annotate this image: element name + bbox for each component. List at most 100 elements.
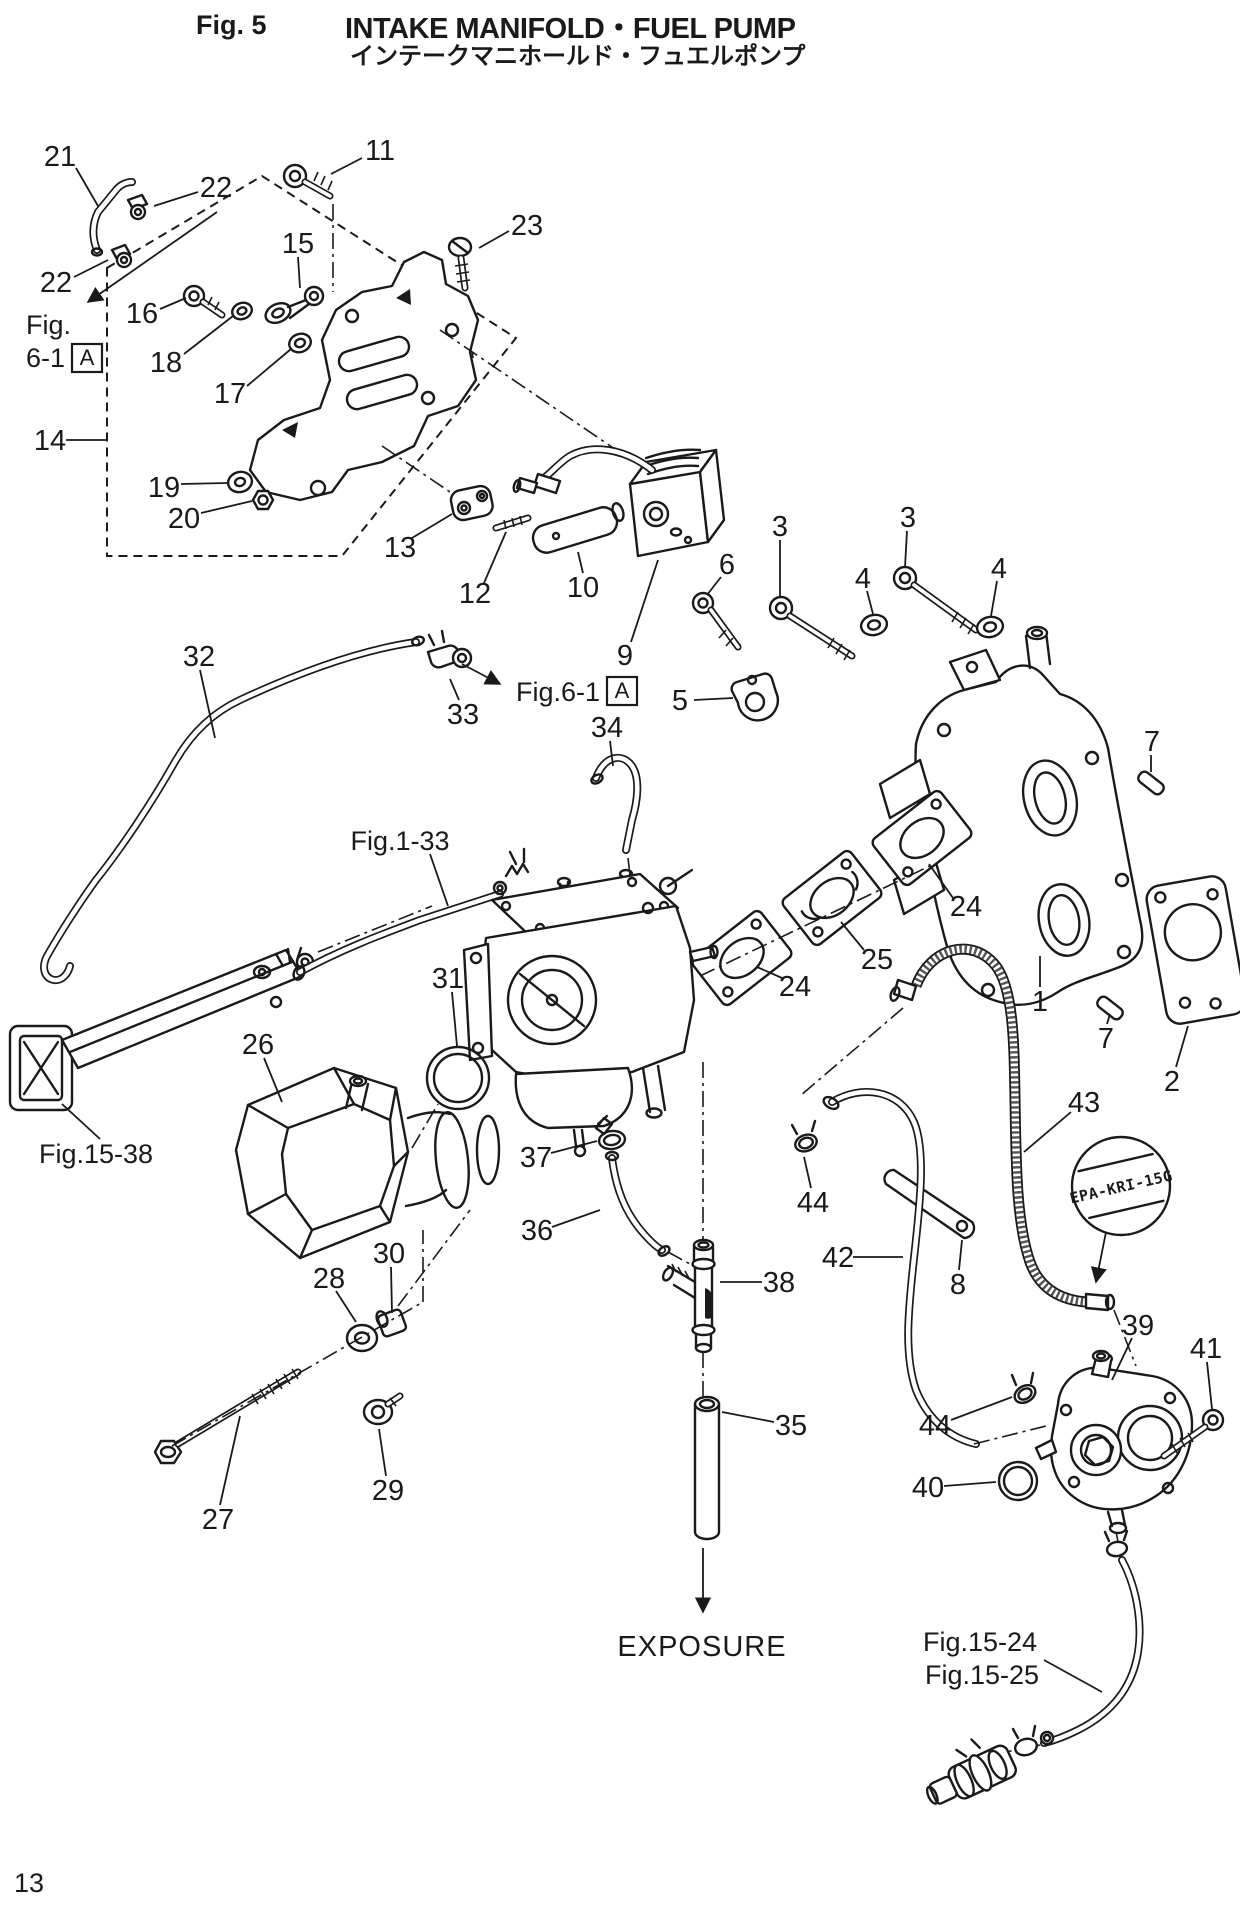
fuel-hose-42	[822, 1087, 1047, 1448]
leader-line-part-21	[75, 167, 99, 207]
epa-stamp-arrow	[1090, 1231, 1107, 1284]
part-label-30: 30	[373, 1238, 405, 1270]
dowel-pin-7-upper	[1137, 770, 1165, 796]
leader-line-part-30	[390, 1266, 393, 1314]
part-label-32: 32	[183, 641, 215, 673]
part-label-24: 24	[950, 891, 982, 923]
leader-line-part-27	[219, 1415, 241, 1506]
leader-line-part-7	[1106, 1013, 1111, 1025]
part-label-5: 5	[672, 685, 688, 717]
part-label-42: 42	[822, 1242, 854, 1274]
part-label-16: 16	[126, 298, 158, 330]
part-label-1: 1	[1032, 986, 1048, 1018]
part-label-14: 14	[34, 425, 66, 457]
leader-line-part-8	[958, 1239, 963, 1271]
leader-line-part-4	[990, 580, 998, 617]
part-label-2: 2	[1164, 1066, 1180, 1098]
part-label-36: 36	[521, 1215, 553, 1247]
part-label-44: 44	[919, 1410, 951, 1442]
page-number: 13	[14, 1868, 45, 1898]
plunger-10	[531, 502, 625, 554]
hose-clamp-37	[594, 1114, 627, 1151]
fig-6-1-top-left-box	[70, 342, 104, 374]
fig-6-1-top-left-label: Fig.	[26, 310, 71, 340]
part-label-9: 9	[617, 640, 633, 672]
leader-line-part-22	[153, 191, 199, 207]
leader-line-part-34	[609, 740, 614, 767]
exposure-label: EXPOSURE	[617, 1631, 786, 1663]
fig-15-38-leader	[61, 1103, 101, 1140]
part-label-41: 41	[1190, 1333, 1222, 1365]
leader-line-part-23	[478, 230, 510, 249]
pipe-clip-33	[426, 629, 473, 669]
mounting-bracket-14	[248, 250, 480, 502]
fig-6-1-mid-box-letter: A	[615, 678, 630, 703]
centerlines-top	[381, 329, 629, 493]
leader-line-part-11	[330, 157, 363, 175]
part-label-27: 27	[202, 1504, 234, 1536]
part-label-6: 6	[719, 549, 735, 581]
leader-line-part-15	[297, 256, 301, 289]
drain-hose-36	[604, 1150, 691, 1265]
screw-11	[282, 163, 334, 292]
part-label-10: 10	[567, 572, 599, 604]
leader-line-part-37	[550, 1140, 598, 1154]
leader-line-part-44	[950, 1396, 1013, 1421]
epa-stamp-balloon: EPA-KRI-15G	[1068, 1135, 1174, 1284]
part-label-44: 44	[797, 1187, 829, 1219]
bolt-3-right	[892, 565, 980, 635]
part-label-40: 40	[912, 1472, 944, 1504]
fig-6-1-mid-label: Fig.6-1	[516, 677, 600, 707]
fig-6-1-mid-box	[605, 675, 639, 707]
gasket-24-left	[691, 909, 793, 1007]
fig-15-24-label: Fig.15-24	[923, 1627, 1037, 1657]
fig-1-33-leader	[429, 853, 449, 907]
figure-title-jp: インテークマニホールド・フュエルポンプ	[350, 43, 806, 70]
leader-line-part-2	[1175, 1025, 1189, 1068]
part-label-20: 20	[168, 503, 200, 535]
leader-line-part-39	[1111, 1337, 1133, 1381]
leader-line-part-4	[866, 590, 874, 615]
part-label-8: 8	[950, 1269, 966, 1301]
band-strap-8	[883, 1168, 976, 1240]
cable-clamp-5	[730, 672, 779, 722]
dowel-pin-7-lower	[1096, 995, 1124, 1021]
leader-line-part-13	[411, 513, 453, 539]
fig-15-25-label: Fig.15-25	[925, 1660, 1039, 1690]
bolt-3-left	[768, 595, 856, 661]
part-label-3: 3	[900, 502, 916, 534]
bolt-6	[691, 591, 742, 651]
part-label-23: 23	[511, 210, 543, 242]
leader-line-part-22	[73, 259, 109, 278]
leader-line-part-12	[483, 531, 507, 584]
fig-6-1-top-left-arrow	[86, 211, 218, 303]
leader-line-part-6	[706, 576, 722, 596]
fuel-pipe-32	[40, 635, 426, 985]
leader-line-part-28	[335, 1290, 357, 1323]
throttle-rod-21	[89, 178, 136, 257]
part-label-3: 3	[772, 511, 788, 543]
part-label-39: 39	[1122, 1310, 1154, 1342]
leader-line-part-25	[840, 921, 865, 951]
leader-line-part-16	[159, 297, 187, 310]
part-label-31: 31	[432, 963, 464, 995]
washer-4-right	[975, 615, 1005, 639]
intake-joint-26	[234, 1066, 501, 1307]
part-label-26: 26	[242, 1029, 274, 1061]
part-label-7: 7	[1144, 726, 1160, 758]
leader-line-part-35	[721, 1411, 775, 1423]
leader-line-part-24	[756, 966, 783, 979]
washer-28	[345, 1323, 379, 1353]
fuel-pump-39	[1034, 1349, 1194, 1535]
washer-17	[288, 332, 312, 354]
gasket-axis-centerline	[699, 863, 935, 977]
leader-line-part-3	[904, 530, 908, 568]
leader-line-part-33	[449, 678, 460, 701]
part-label-38: 38	[763, 1267, 795, 1299]
nut-20	[251, 489, 275, 511]
leader-line-part-20	[200, 500, 253, 514]
part-label-11: 11	[365, 135, 395, 167]
